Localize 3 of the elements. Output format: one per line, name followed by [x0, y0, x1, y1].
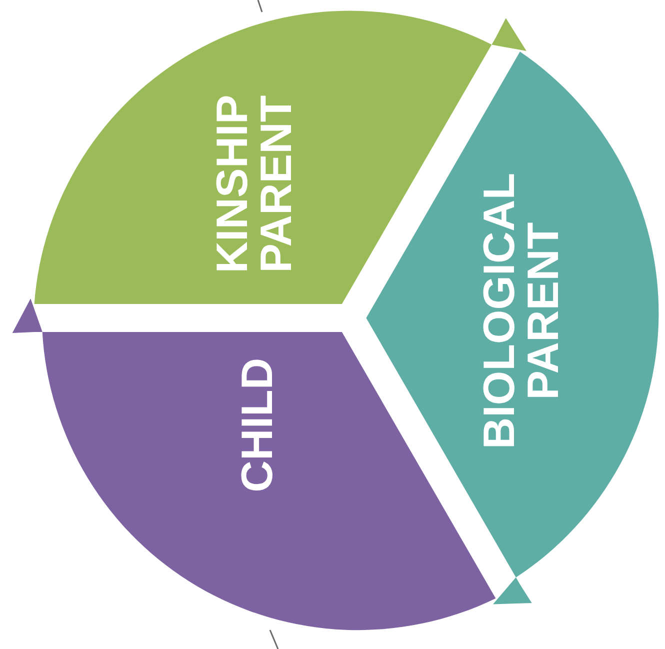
segment-label: CHILD: [236, 356, 280, 494]
segment-label: BIOLOGICAL PARENT: [478, 172, 566, 452]
segment-label: KINSHIP PARENT: [211, 94, 299, 276]
